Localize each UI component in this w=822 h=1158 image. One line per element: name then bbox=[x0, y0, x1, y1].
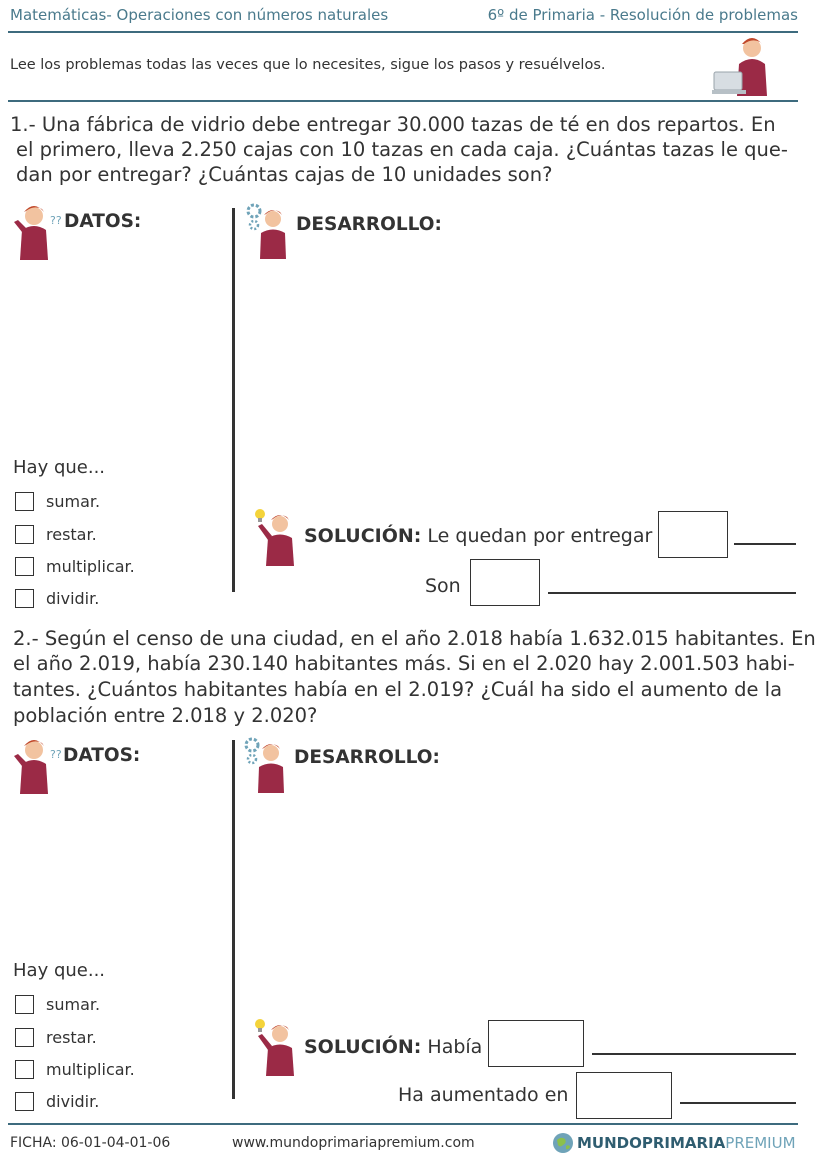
solution-line-1: SOLUCIÓN: Había bbox=[304, 1036, 482, 1058]
option-sumar[interactable]: sumar. bbox=[15, 489, 100, 513]
datos-label: DATOS: bbox=[63, 745, 141, 766]
option-label: restar. bbox=[46, 1027, 97, 1047]
website-link[interactable]: www.mundoprimariapremium.com bbox=[232, 1135, 475, 1151]
problem-1-line-2: el primero, lleva 2.250 cajas con 10 taz… bbox=[16, 138, 788, 161]
option-label: multiplicar. bbox=[46, 1059, 135, 1079]
boy-laptop-icon bbox=[712, 34, 772, 98]
checkbox[interactable] bbox=[15, 1091, 34, 1111]
solucion-label: SOLUCIÓN: bbox=[304, 525, 422, 547]
svg-text:??: ?? bbox=[50, 748, 62, 761]
option-multiplicar[interactable]: multiplicar. bbox=[15, 1057, 135, 1081]
answer-unit-line-1[interactable] bbox=[734, 543, 796, 545]
option-dividir[interactable]: dividir. bbox=[15, 586, 99, 610]
option-label: multiplicar. bbox=[46, 556, 135, 576]
ficha-code: FICHA: 06-01-04-01-06 bbox=[10, 1135, 171, 1151]
instructions-rule bbox=[8, 100, 798, 102]
answer-2-text: Ha aumentado en bbox=[398, 1084, 569, 1106]
answer-box-2[interactable] bbox=[470, 559, 540, 606]
solucion-label: SOLUCIÓN: bbox=[304, 1036, 422, 1058]
answer-1-text: Había bbox=[427, 1036, 483, 1058]
problem-2-line-1: 2.- Según el censo de una ciudad, en el … bbox=[13, 627, 816, 650]
answer-unit-line-2[interactable] bbox=[680, 1102, 796, 1104]
option-sumar[interactable]: sumar. bbox=[15, 992, 100, 1016]
checkbox[interactable] bbox=[15, 588, 34, 608]
divider-line bbox=[232, 208, 235, 592]
answer-box-1[interactable] bbox=[658, 511, 728, 558]
thinking-boy-icon: ?? bbox=[12, 736, 64, 794]
checkbox[interactable] bbox=[15, 994, 34, 1014]
brand-mundo: MUNDO bbox=[577, 1134, 642, 1152]
hay-que-label: Hay que... bbox=[13, 457, 106, 478]
option-label: sumar. bbox=[46, 491, 101, 511]
checkbox[interactable] bbox=[15, 1059, 34, 1079]
answer-unit-line-2[interactable] bbox=[548, 592, 796, 594]
option-multiplicar[interactable]: multiplicar. bbox=[15, 554, 135, 578]
brand-premium: PREMIUM bbox=[725, 1134, 796, 1152]
idea-boy-icon bbox=[250, 506, 296, 566]
checkbox[interactable] bbox=[15, 524, 34, 544]
problem-2-line-4: población entre 2.018 y 2.020? bbox=[13, 704, 318, 727]
answer-2-text: Son bbox=[425, 575, 461, 597]
checkbox[interactable] bbox=[15, 556, 34, 576]
gears-boy-icon bbox=[244, 737, 288, 793]
svg-text:??: ?? bbox=[50, 214, 62, 227]
header-grade: 6º de Primaria - Resolución de problemas bbox=[487, 6, 798, 24]
problem-2-line-2: el año 2.019, había 230.140 habitantes m… bbox=[13, 652, 795, 675]
problem-1-line-3: dan por entregar? ¿Cuántas cajas de 10 u… bbox=[16, 163, 553, 186]
divider-line bbox=[232, 740, 235, 1099]
globe-logo-icon bbox=[553, 1133, 573, 1153]
answer-unit-line-1[interactable] bbox=[592, 1053, 796, 1055]
answer-box-2[interactable] bbox=[576, 1072, 672, 1119]
option-label: restar. bbox=[46, 524, 97, 544]
problem-2-line-3: tantes. ¿Cuántos habitantes había en el … bbox=[13, 678, 783, 701]
desarrollo-label: DESARROLLO: bbox=[296, 214, 442, 235]
brand-logo: MUNDO PRIMARIA PREMIUM bbox=[552, 1132, 796, 1154]
hay-que-label: Hay que... bbox=[13, 960, 106, 981]
datos-label: DATOS: bbox=[64, 211, 142, 232]
footer-rule bbox=[8, 1123, 798, 1125]
option-dividir[interactable]: dividir. bbox=[15, 1089, 99, 1113]
brand-primaria: PRIMARIA bbox=[641, 1134, 726, 1152]
header-subject: Matemáticas- Operaciones con números nat… bbox=[10, 6, 389, 24]
answer-1-text: Le quedan por entregar bbox=[427, 525, 653, 547]
option-label: sumar. bbox=[46, 994, 101, 1014]
answer-box-1[interactable] bbox=[488, 1020, 584, 1067]
checkbox[interactable] bbox=[15, 491, 34, 511]
option-label: dividir. bbox=[46, 588, 100, 608]
option-restar[interactable]: restar. bbox=[15, 1025, 97, 1049]
desarrollo-label: DESARROLLO: bbox=[294, 747, 440, 768]
problem-1-line-1: 1.- Una fábrica de vidrio debe entregar … bbox=[10, 113, 776, 136]
instructions: Lee los problemas todas las veces que lo… bbox=[10, 57, 606, 73]
header-rule bbox=[8, 31, 798, 33]
thinking-boy-icon: ?? bbox=[12, 202, 64, 260]
option-restar[interactable]: restar. bbox=[15, 522, 97, 546]
idea-boy-icon bbox=[250, 1016, 296, 1076]
solution-line-1: SOLUCIÓN: Le quedan por entregar bbox=[304, 525, 652, 547]
option-label: dividir. bbox=[46, 1091, 100, 1111]
checkbox[interactable] bbox=[15, 1027, 34, 1047]
gears-boy-icon bbox=[246, 203, 290, 259]
